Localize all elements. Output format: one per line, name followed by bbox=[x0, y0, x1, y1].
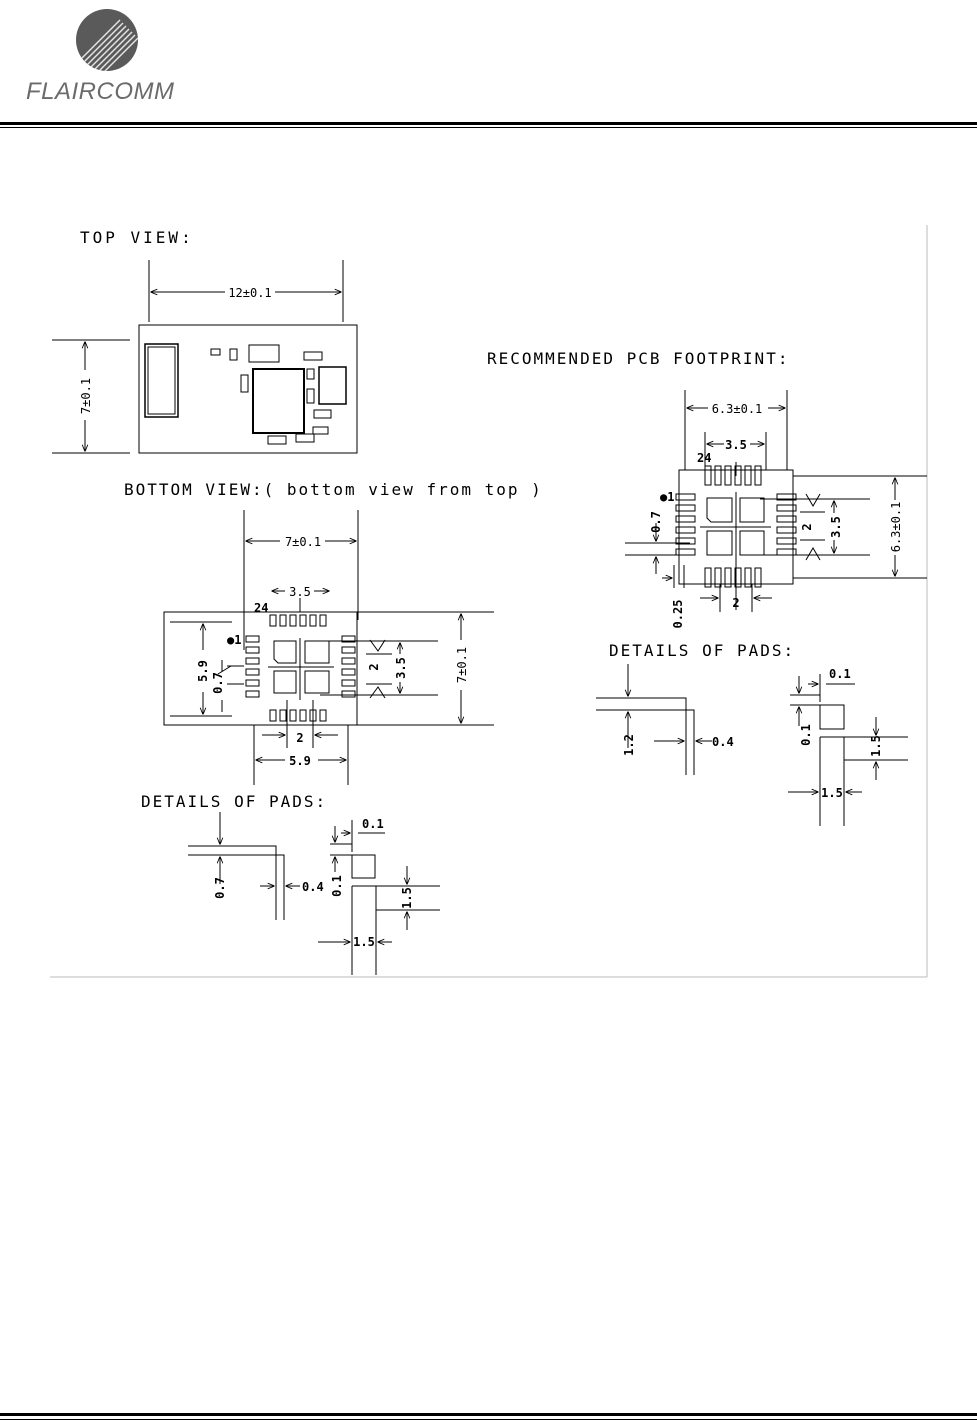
bottom-pad-width: 0.4 bbox=[302, 880, 324, 894]
pcb-pin1-marker: ●1 bbox=[660, 490, 674, 504]
top-view-height-dim: 7±0.1 bbox=[79, 378, 93, 414]
bottom-view-left-pitch: 0.7 bbox=[211, 672, 225, 694]
bottom-view-right-inner: 3.5 bbox=[394, 657, 408, 679]
pcb-center-dim: 3.5 bbox=[725, 438, 747, 452]
bottom-view-width-dim: 7±0.1 bbox=[285, 535, 321, 549]
bottom-pad-gap-b: 0.1 bbox=[330, 875, 344, 897]
pcb-right-height: 6.3±0.1 bbox=[889, 502, 903, 553]
pcb-right-pitch: 2 bbox=[800, 523, 814, 530]
bottom-pad-gap-a: 0.1 bbox=[362, 817, 384, 831]
pcb-pad-width: 0.4 bbox=[712, 735, 734, 749]
top-view-width-dim: 12±0.1 bbox=[228, 286, 271, 300]
pcb-right-inner: 3.5 bbox=[829, 516, 843, 538]
pcb-bottom-pitch: 2 bbox=[732, 596, 739, 610]
bottom-pads-detail-title: DETAILS OF PADS: bbox=[141, 792, 327, 811]
bottom-view-center-dim: 3.5 bbox=[289, 585, 311, 599]
pads-detail-pcb bbox=[596, 664, 908, 826]
pcb-pad-square-h: 1.5 bbox=[869, 735, 883, 757]
bottom-view bbox=[164, 510, 494, 785]
pcb-pad-length: 1.2 bbox=[622, 734, 636, 756]
bottom-view-bottom-pitch: 2 bbox=[296, 731, 303, 745]
bottom-pad-square-h: 1.5 bbox=[400, 887, 414, 909]
bottom-view-pin24-label: 24 bbox=[254, 601, 268, 615]
pcb-pad-gap-b: 0.1 bbox=[799, 724, 813, 746]
footer-rule-thin bbox=[0, 1419, 977, 1420]
pcb-pin24-label: 24 bbox=[697, 451, 711, 465]
top-view-title: TOP VIEW: bbox=[80, 228, 194, 247]
pcb-pads-detail-title: DETAILS OF PADS: bbox=[609, 641, 795, 660]
bottom-view-title: BOTTOM VIEW:( bottom view from top ) bbox=[124, 480, 543, 499]
bottom-view-right-height: 7±0.1 bbox=[455, 647, 469, 683]
bottom-view-left-dim: 5.9 bbox=[196, 660, 210, 682]
pcb-pad-gap-a: 0.1 bbox=[829, 667, 851, 681]
footer-rule bbox=[0, 1413, 977, 1416]
pcb-footprint-title: RECOMMENDED PCB FOOTPRINT: bbox=[487, 349, 789, 368]
pcb-width-dim: 6.3±0.1 bbox=[712, 402, 763, 416]
bottom-pad-square-w: 1.5 bbox=[353, 935, 375, 949]
pcb-left-pitch: 0.7 bbox=[649, 511, 663, 533]
bottom-pad-length: 0.7 bbox=[213, 877, 227, 899]
bottom-view-pin1-marker: ●1 bbox=[227, 633, 241, 647]
pcb-bottom-gap: 0.25 bbox=[671, 600, 685, 629]
pcb-pad-square-w: 1.5 bbox=[821, 786, 843, 800]
top-view bbox=[52, 260, 357, 453]
bottom-view-right-pitch: 2 bbox=[367, 663, 381, 670]
bottom-view-bottom-width: 5.9 bbox=[289, 754, 311, 768]
